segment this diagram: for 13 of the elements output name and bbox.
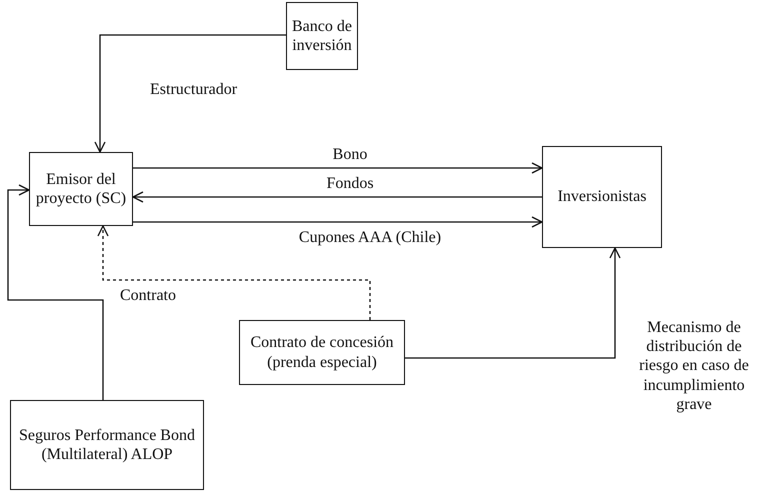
edge-label: Cupones AAA (Chile) (296, 228, 444, 248)
arrow (7, 184, 104, 400)
text-box: Inversionistas (542, 146, 662, 248)
arrow (94, 34, 286, 153)
text-box: Emisor del proyecto (SC) (29, 152, 133, 226)
text-box: Banco de inversión (286, 2, 358, 70)
arrow (97, 225, 371, 320)
text-box: Seguros Performance Bond (Multilateral) ALOP (10, 400, 204, 490)
arrow (133, 162, 543, 174)
arrow (133, 216, 543, 228)
text-box: Contrato de concesión (prenda especial) (239, 320, 405, 385)
arrow (132, 191, 542, 203)
arrow (405, 247, 621, 359)
